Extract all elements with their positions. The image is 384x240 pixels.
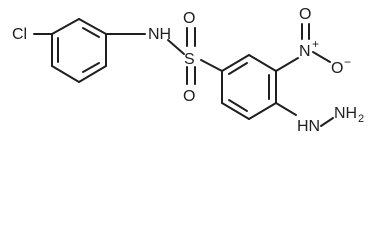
sulfonamide-nh-label: NH: [148, 26, 171, 43]
chemical-structure-diagram: Cl NH S O O N + O O − HN NH 2: [12, 6, 364, 135]
sulfonyl-oxygen-bottom-label: O: [183, 88, 195, 105]
sulfonyl-oxygen-top-label: O: [183, 10, 195, 27]
nitro-nitrogen-label: N: [299, 43, 311, 60]
hydrazine-nh2-subscript-label: 2: [358, 113, 364, 125]
aryl-hydrazine-bond: [275, 102, 297, 116]
s-aryl-bond: [200, 59, 223, 72]
nitro-o-right-bond: [312, 51, 331, 63]
chlorophenyl-ring: [51, 18, 107, 83]
chlorine-atom-label: Cl: [12, 26, 27, 43]
hydrazine-nh2-label: NH: [334, 105, 357, 122]
nitro-nitrogen-charge-label: +: [312, 37, 319, 51]
nitro-oxygen-right-label: O: [331, 60, 343, 77]
nitro-oxygen-top-label: O: [299, 6, 311, 23]
nitro-oxygen-charge-label: −: [344, 55, 351, 69]
nitrobenzene-ring: [221, 54, 277, 120]
sulfur-atom-label: S: [184, 51, 195, 68]
hydrazine-nh-label: HN: [297, 118, 320, 135]
nh-s-bond: [167, 39, 185, 55]
aryl-nitro-bond: [275, 57, 299, 72]
hydrazine-nn-bond: [320, 117, 334, 127]
